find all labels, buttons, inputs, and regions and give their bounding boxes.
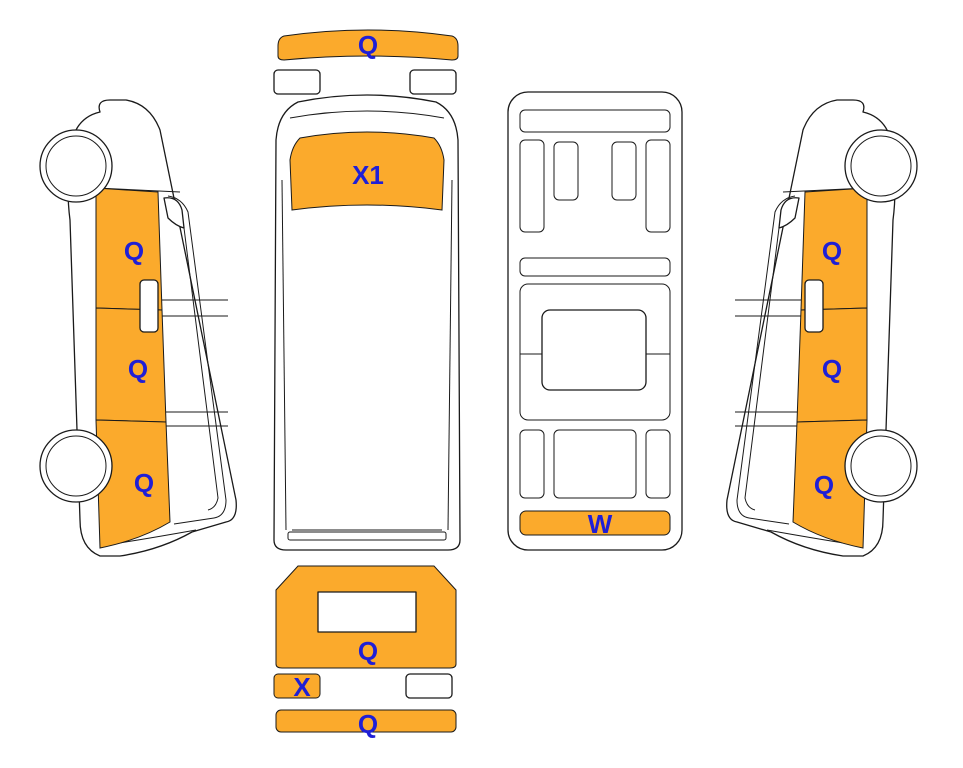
roof-view: X1 [273,94,461,551]
front-headlight-right [409,69,457,95]
left-mirror [163,197,185,229]
roof-inner-line [289,110,445,119]
roof-rear-sill [287,531,447,541]
underside-fuel-tank [541,309,647,391]
rear-bumper-label: Q [358,709,378,739]
roof-right-rail [447,179,453,531]
left-front-wheel-inner [45,135,107,197]
underside-rear-center [553,429,637,499]
front-bumper-panel[interactable] [277,29,459,61]
roof-left-rail [281,179,287,531]
underside-rear-label: W [588,509,613,539]
front-bumper-label: Q [358,30,378,60]
left-panel-front-label: Q [124,236,144,266]
roof-body-outline [273,94,461,551]
front-view: Q [273,29,459,95]
underside-front-left-part [553,141,579,201]
left-side-view: Q Q Q [39,99,237,557]
underside-front-right-part [611,141,637,201]
right-panel-front-label: Q [822,236,842,266]
left-panel-middle-label: Q [128,354,148,384]
rear-light-left-label: X [293,672,311,702]
right-rear-wheel-outer [844,429,918,503]
underside-rear-right-rail [645,429,671,499]
right-panel-rear-label: Q [814,470,834,500]
left-window-frame [167,195,227,525]
left-door-handle [139,279,159,333]
rear-light-right [405,673,453,699]
left-front-wheel-outer [39,129,113,203]
right-side-view: Q Q Q [726,99,918,557]
left-rear-wheel-outer [39,429,113,503]
underside-view: W [507,91,683,551]
right-window-bars [735,299,801,427]
left-rear-wheel-inner [45,435,107,497]
left-panel-rear-label: Q [134,468,154,498]
underside-mid-frame [519,283,671,421]
right-mirror [778,197,800,229]
right-panel-middle-label: Q [822,354,842,384]
rear-door-label: Q [358,636,378,666]
right-rear-wheel-inner [850,435,912,497]
rear-view: Q X Q [273,565,457,739]
rear-window [317,591,417,633]
right-front-wheel-inner [850,135,912,197]
underside-cross-member [519,257,671,277]
right-window-frame [736,195,796,525]
windshield-label: X1 [352,160,384,190]
front-headlight-left [273,69,321,95]
rear-bumper-panel[interactable] [275,709,457,733]
left-panel-rear[interactable] [95,419,171,549]
underside-front-left-rail [519,139,545,233]
rear-light-left-panel[interactable] [273,673,321,699]
underside-rear-panel[interactable] [519,510,671,536]
right-door-handle [804,279,824,333]
windshield-panel[interactable] [289,131,445,211]
left-window-bars [162,299,228,427]
right-front-wheel-outer [844,129,918,203]
underside-front-bar [519,109,671,133]
underside-rear-left-rail [519,429,545,499]
underside-front-right-rail [645,139,671,233]
